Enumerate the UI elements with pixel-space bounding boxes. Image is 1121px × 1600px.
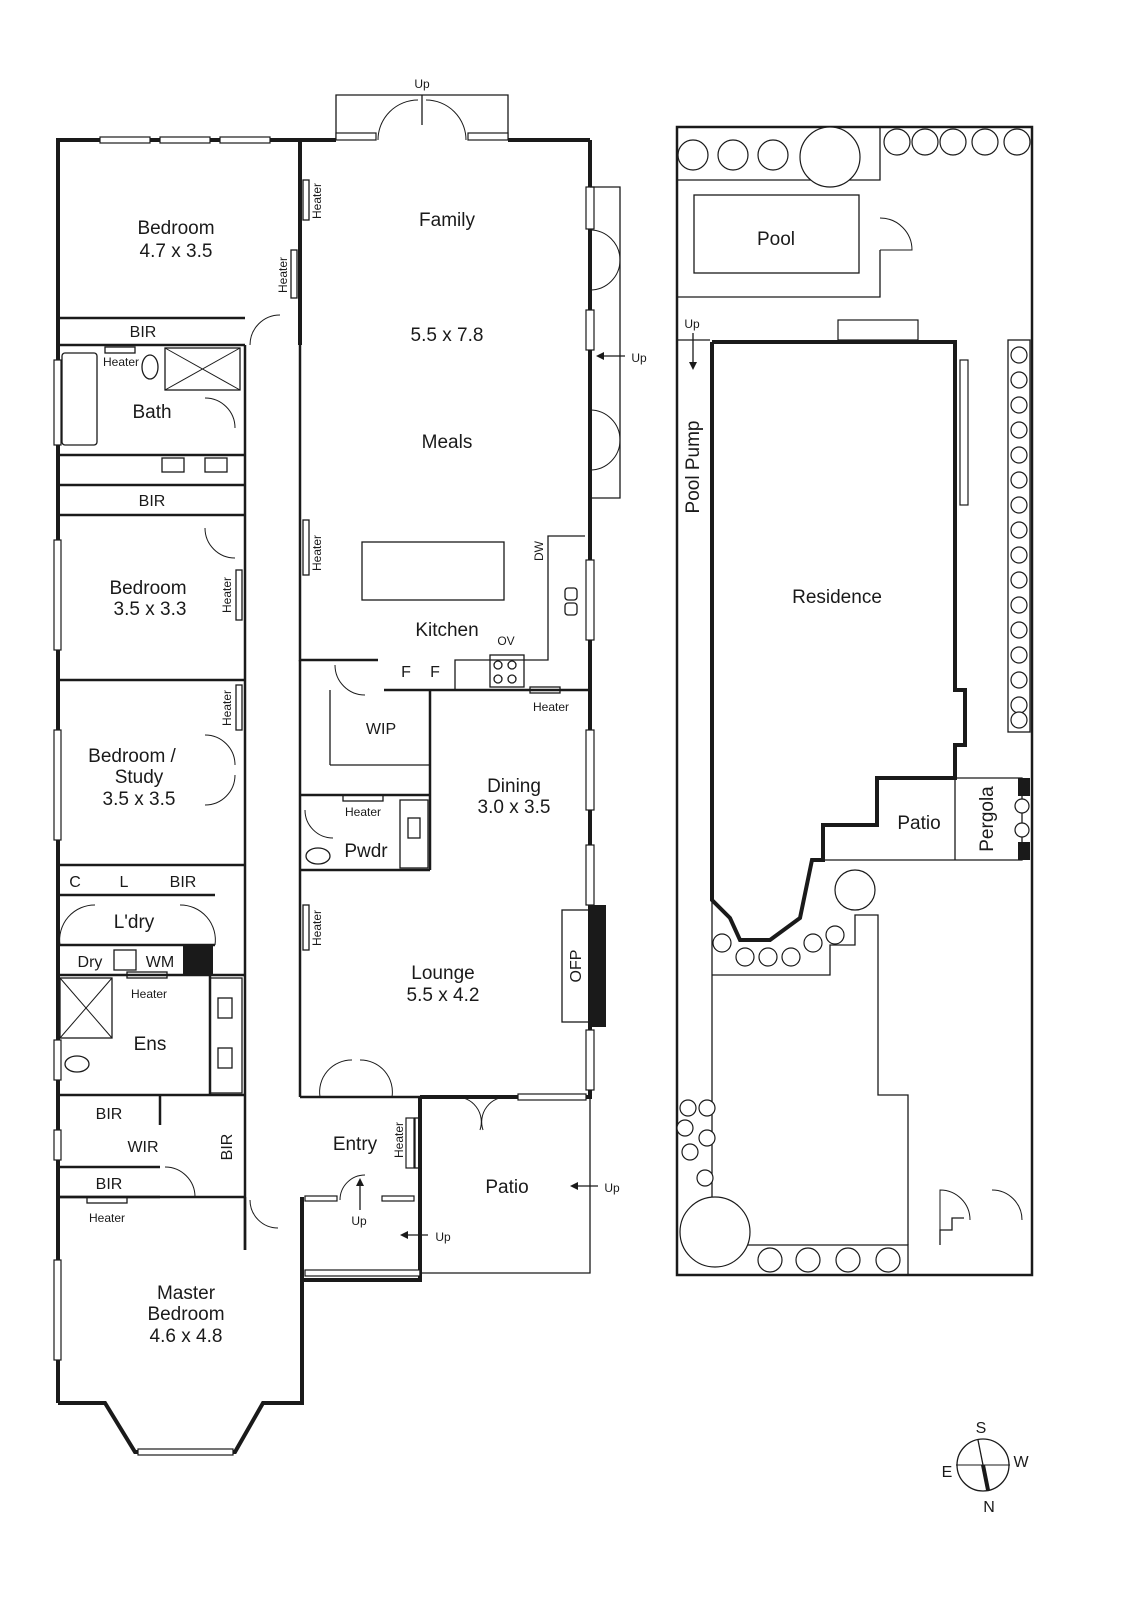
lounge-name-label: Lounge [411, 963, 474, 984]
heater-label-entry: Heater [392, 1122, 406, 1158]
wir-label: WIR [127, 1139, 158, 1156]
front-patio-label: Patio [485, 1177, 528, 1198]
doors [59, 94, 621, 1229]
master-bedroom-line2: Bedroom [147, 1304, 224, 1325]
oven-label: OV [497, 634, 514, 648]
bir2-label: BIR [139, 493, 166, 510]
compass-east: E [942, 1464, 953, 1481]
dishwasher-label: DW [532, 540, 546, 561]
bedroom1-size-label: 4.7 x 3.5 [140, 241, 213, 262]
up-label-family-doors: Up [414, 77, 430, 91]
bedroom1-name-label: Bedroom [137, 218, 214, 239]
lounge-size-label: 5.5 x 4.2 [407, 985, 480, 1006]
master-bedroom-size: 4.6 x 4.8 [150, 1326, 223, 1347]
bir1-label: BIR [130, 324, 157, 341]
fridge2-label: F [430, 664, 440, 681]
up-label-family-side: Up [631, 351, 647, 365]
heater-label-master: Heater [89, 1211, 125, 1225]
heater-label-lounge: Heater [310, 910, 324, 946]
entry-label: Entry [333, 1134, 378, 1155]
bir5-label: BIR [96, 1176, 123, 1193]
dryer-label: Dry [78, 954, 103, 971]
master-bedroom-line1: Master [157, 1283, 216, 1304]
heater-label-bedroom1: Heater [276, 257, 290, 293]
bedroom3-name-line2: Study [115, 767, 164, 788]
bedroom3-name-line1: Bedroom / [88, 746, 176, 767]
wip-label: WIP [366, 721, 396, 738]
up-label-entry-side: Up [435, 1230, 451, 1244]
heater-label-ensuite: Heater [131, 987, 167, 1001]
bedroom2-name-label: Bedroom [109, 578, 186, 599]
fixtures [59, 347, 606, 1094]
up-labels: Up Up Up Up Up Up [351, 77, 700, 1244]
heater-units [86, 179, 561, 1204]
compass-south: S [976, 1420, 987, 1437]
family-label: Family [419, 210, 475, 231]
family-meals-size-label: 5.5 x 7.8 [411, 325, 484, 346]
windows [53, 136, 595, 1456]
fridge1-label: F [401, 664, 411, 681]
pool-label: Pool [757, 229, 795, 250]
site-patio-label: Patio [897, 813, 940, 834]
powder-label: Pwdr [344, 841, 388, 862]
kitchen-label: Kitchen [415, 620, 478, 641]
heater-label-bath: Heater [103, 355, 139, 369]
heater-labels: Heater Heater Heater Heater Heater Heate… [89, 183, 569, 1225]
meals-label: Meals [422, 432, 473, 453]
compass-west: W [1013, 1454, 1029, 1471]
heater-label-family-1: Heater [310, 183, 324, 219]
up-label-entry: Up [351, 1214, 367, 1228]
fireplace-label: OFP [568, 950, 585, 983]
pergola-label: Pergola [977, 786, 998, 852]
pool-pump-label: Pool Pump [683, 421, 704, 514]
residence-label: Residence [792, 587, 882, 608]
bir3-label: BIR [170, 874, 197, 891]
heater-label-bedroom3: Heater [220, 690, 234, 726]
heater-label-family-2: Heater [310, 535, 324, 571]
dining-name-label: Dining [487, 776, 541, 797]
compass-labels: S W E N [942, 1420, 1030, 1516]
up-label-patio: Up [604, 1181, 620, 1195]
bedroom3-size-label: 3.5 x 3.5 [103, 789, 176, 810]
interior-walls [58, 140, 590, 1250]
bir6-label: BIR [219, 1134, 236, 1161]
cupboard-c-label: C [69, 874, 81, 891]
ensuite-label: Ens [134, 1034, 167, 1055]
heater-label-powder: Heater [345, 805, 381, 819]
bir4-label: BIR [96, 1106, 123, 1123]
heater-label-dining: Heater [533, 700, 569, 714]
bath-label: Bath [132, 402, 171, 423]
bedroom2-size-label: 3.5 x 3.3 [114, 599, 187, 620]
up-label-site: Up [684, 317, 700, 331]
laundry-label: L'dry [114, 912, 155, 933]
compass-north: N [983, 1499, 995, 1516]
cupboard-l-label: L [120, 874, 129, 891]
dining-size-label: 3.0 x 3.5 [478, 797, 551, 818]
compass-rose [956, 1438, 1010, 1492]
garden-shrubs [676, 126, 1031, 1273]
site-boundary [675, 125, 1034, 1277]
washing-machine-label: WM [146, 954, 174, 971]
room-labels: Bedroom 4.7 x 3.5 BIR Bath BIR Bedroom 3… [69, 210, 585, 1347]
site-labels: Pool Pool Pump Residence Patio Pergola [683, 229, 998, 852]
heater-label-bedroom2: Heater [220, 577, 234, 613]
up-arrows [356, 95, 697, 1280]
